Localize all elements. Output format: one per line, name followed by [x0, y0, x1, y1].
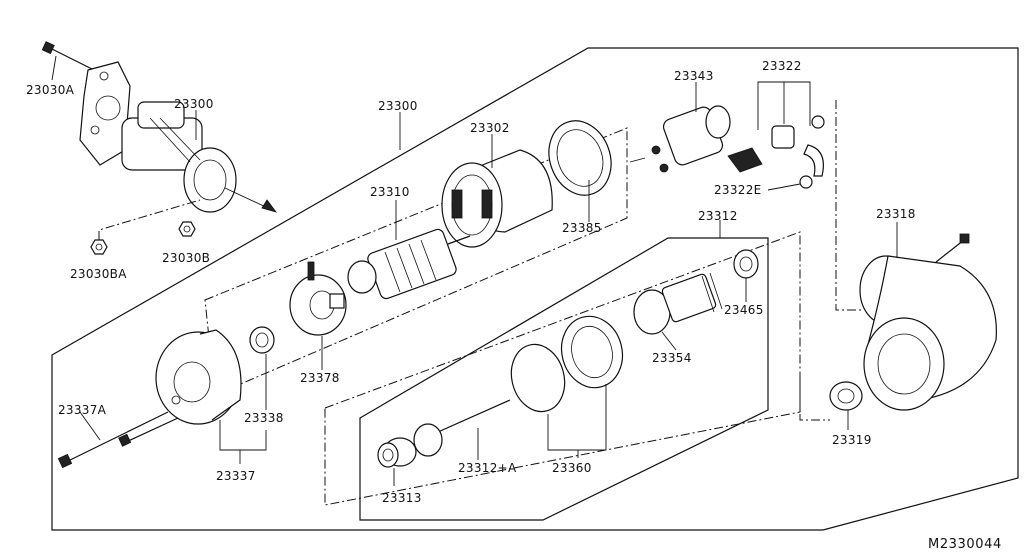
- pinion-gear: [377, 442, 399, 468]
- drive-group-dashed-outline: [324, 231, 801, 506]
- label-23318: 23318: [876, 207, 916, 221]
- solenoid-switch: [629, 105, 731, 173]
- exploded-view-frame: [51, 47, 1019, 531]
- drawing-code: M2330044: [928, 537, 1002, 552]
- label-23338: 23338: [244, 411, 284, 425]
- rear-end-cover: [155, 329, 242, 425]
- label-23465: 23465: [724, 303, 764, 317]
- label-23312A: 23312+A: [458, 461, 517, 475]
- through-bolts: [57, 411, 179, 469]
- pinion-stop-ring: [733, 249, 759, 279]
- label-23030A: 23030A: [26, 83, 75, 97]
- label-23302: 23302: [470, 121, 510, 135]
- clutch-ring: [510, 315, 624, 413]
- front-gear-housing: [859, 233, 997, 411]
- label-23313: 23313: [382, 491, 422, 505]
- label-23378: 23378: [300, 371, 340, 385]
- label-23343: 23343: [674, 69, 714, 83]
- rear-bush: [249, 326, 275, 354]
- label-23360: 23360: [552, 461, 592, 475]
- label-23354: 23354: [652, 351, 692, 365]
- label-23030B: 23030B: [162, 251, 210, 265]
- label-23322: 23322: [762, 59, 802, 73]
- label-23310: 23310: [370, 185, 410, 199]
- drive-group-frame: [359, 237, 769, 521]
- label-23322E: 23322E: [714, 183, 762, 197]
- solenoid-dashed-guide: [835, 100, 862, 311]
- shift-lever-set: [727, 115, 825, 189]
- brush-holder: [289, 261, 347, 336]
- front-bush: [829, 381, 863, 411]
- overrunning-clutch: [633, 272, 723, 335]
- label-23300-frame: 23300: [378, 99, 418, 113]
- label-23385: 23385: [562, 221, 602, 235]
- pinion-shaft: [383, 399, 511, 467]
- label-23319: 23319: [832, 433, 872, 447]
- armature: [347, 228, 471, 300]
- mounted-starter-assembly: [41, 41, 278, 255]
- label-23030BA: 23030BA: [70, 267, 127, 281]
- gasket-ring: [548, 120, 612, 196]
- housing-dashed-guide: [799, 380, 830, 421]
- label-23300-assy: 23300: [174, 97, 214, 111]
- label-23337A: 23337A: [58, 403, 107, 417]
- leader-lines: [51, 55, 898, 486]
- yoke-field-frame: [441, 149, 553, 248]
- label-23312: 23312: [698, 209, 738, 223]
- label-23337: 23337: [216, 469, 256, 483]
